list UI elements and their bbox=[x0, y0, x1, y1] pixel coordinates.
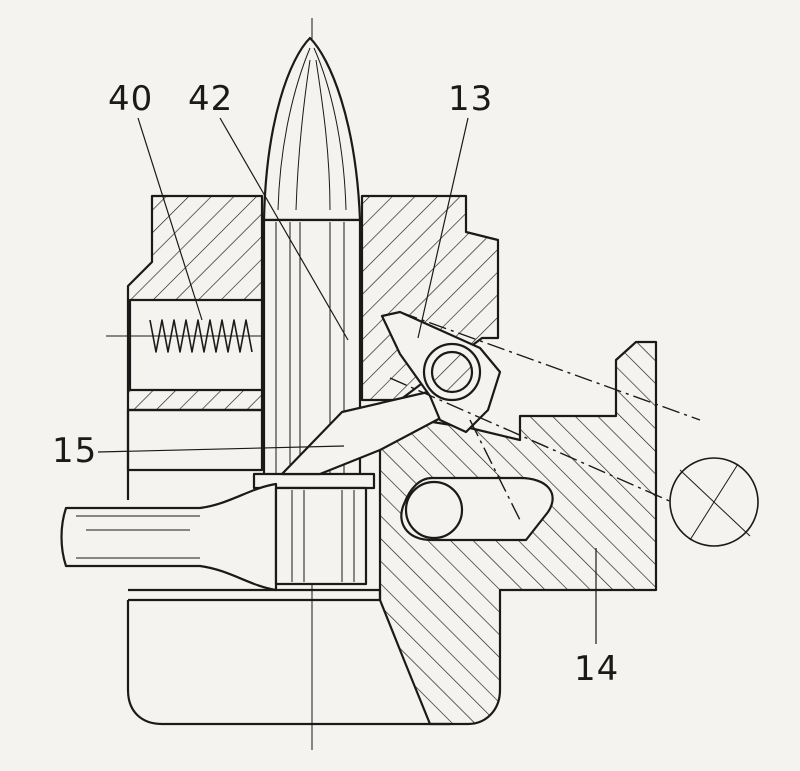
collar-shade bbox=[291, 490, 355, 582]
shaft bbox=[60, 482, 278, 592]
callout-13: 13 bbox=[448, 79, 494, 119]
bullet-shade-lines bbox=[277, 47, 347, 211]
lower-housing-band bbox=[126, 408, 264, 472]
callout-14: 14 bbox=[574, 649, 620, 689]
callout-40: 40 bbox=[108, 79, 154, 119]
callout-15: 15 bbox=[52, 431, 98, 471]
base-plate bbox=[128, 588, 382, 602]
leader-15 bbox=[97, 445, 345, 453]
leader-42 bbox=[219, 117, 349, 341]
leader-40 bbox=[137, 117, 203, 321]
spring-bore bbox=[128, 298, 264, 392]
leader-13 bbox=[417, 117, 469, 339]
phantom-pin-cross bbox=[679, 463, 751, 541]
collar bbox=[274, 486, 368, 586]
shaft-shade bbox=[76, 515, 200, 559]
case-shade-lines bbox=[275, 222, 345, 476]
phantom-lever bbox=[389, 311, 701, 521]
callout-42: 42 bbox=[188, 79, 234, 119]
slot-pin bbox=[404, 480, 464, 540]
bullet bbox=[262, 36, 362, 222]
pivot-pin-inner bbox=[430, 350, 474, 394]
